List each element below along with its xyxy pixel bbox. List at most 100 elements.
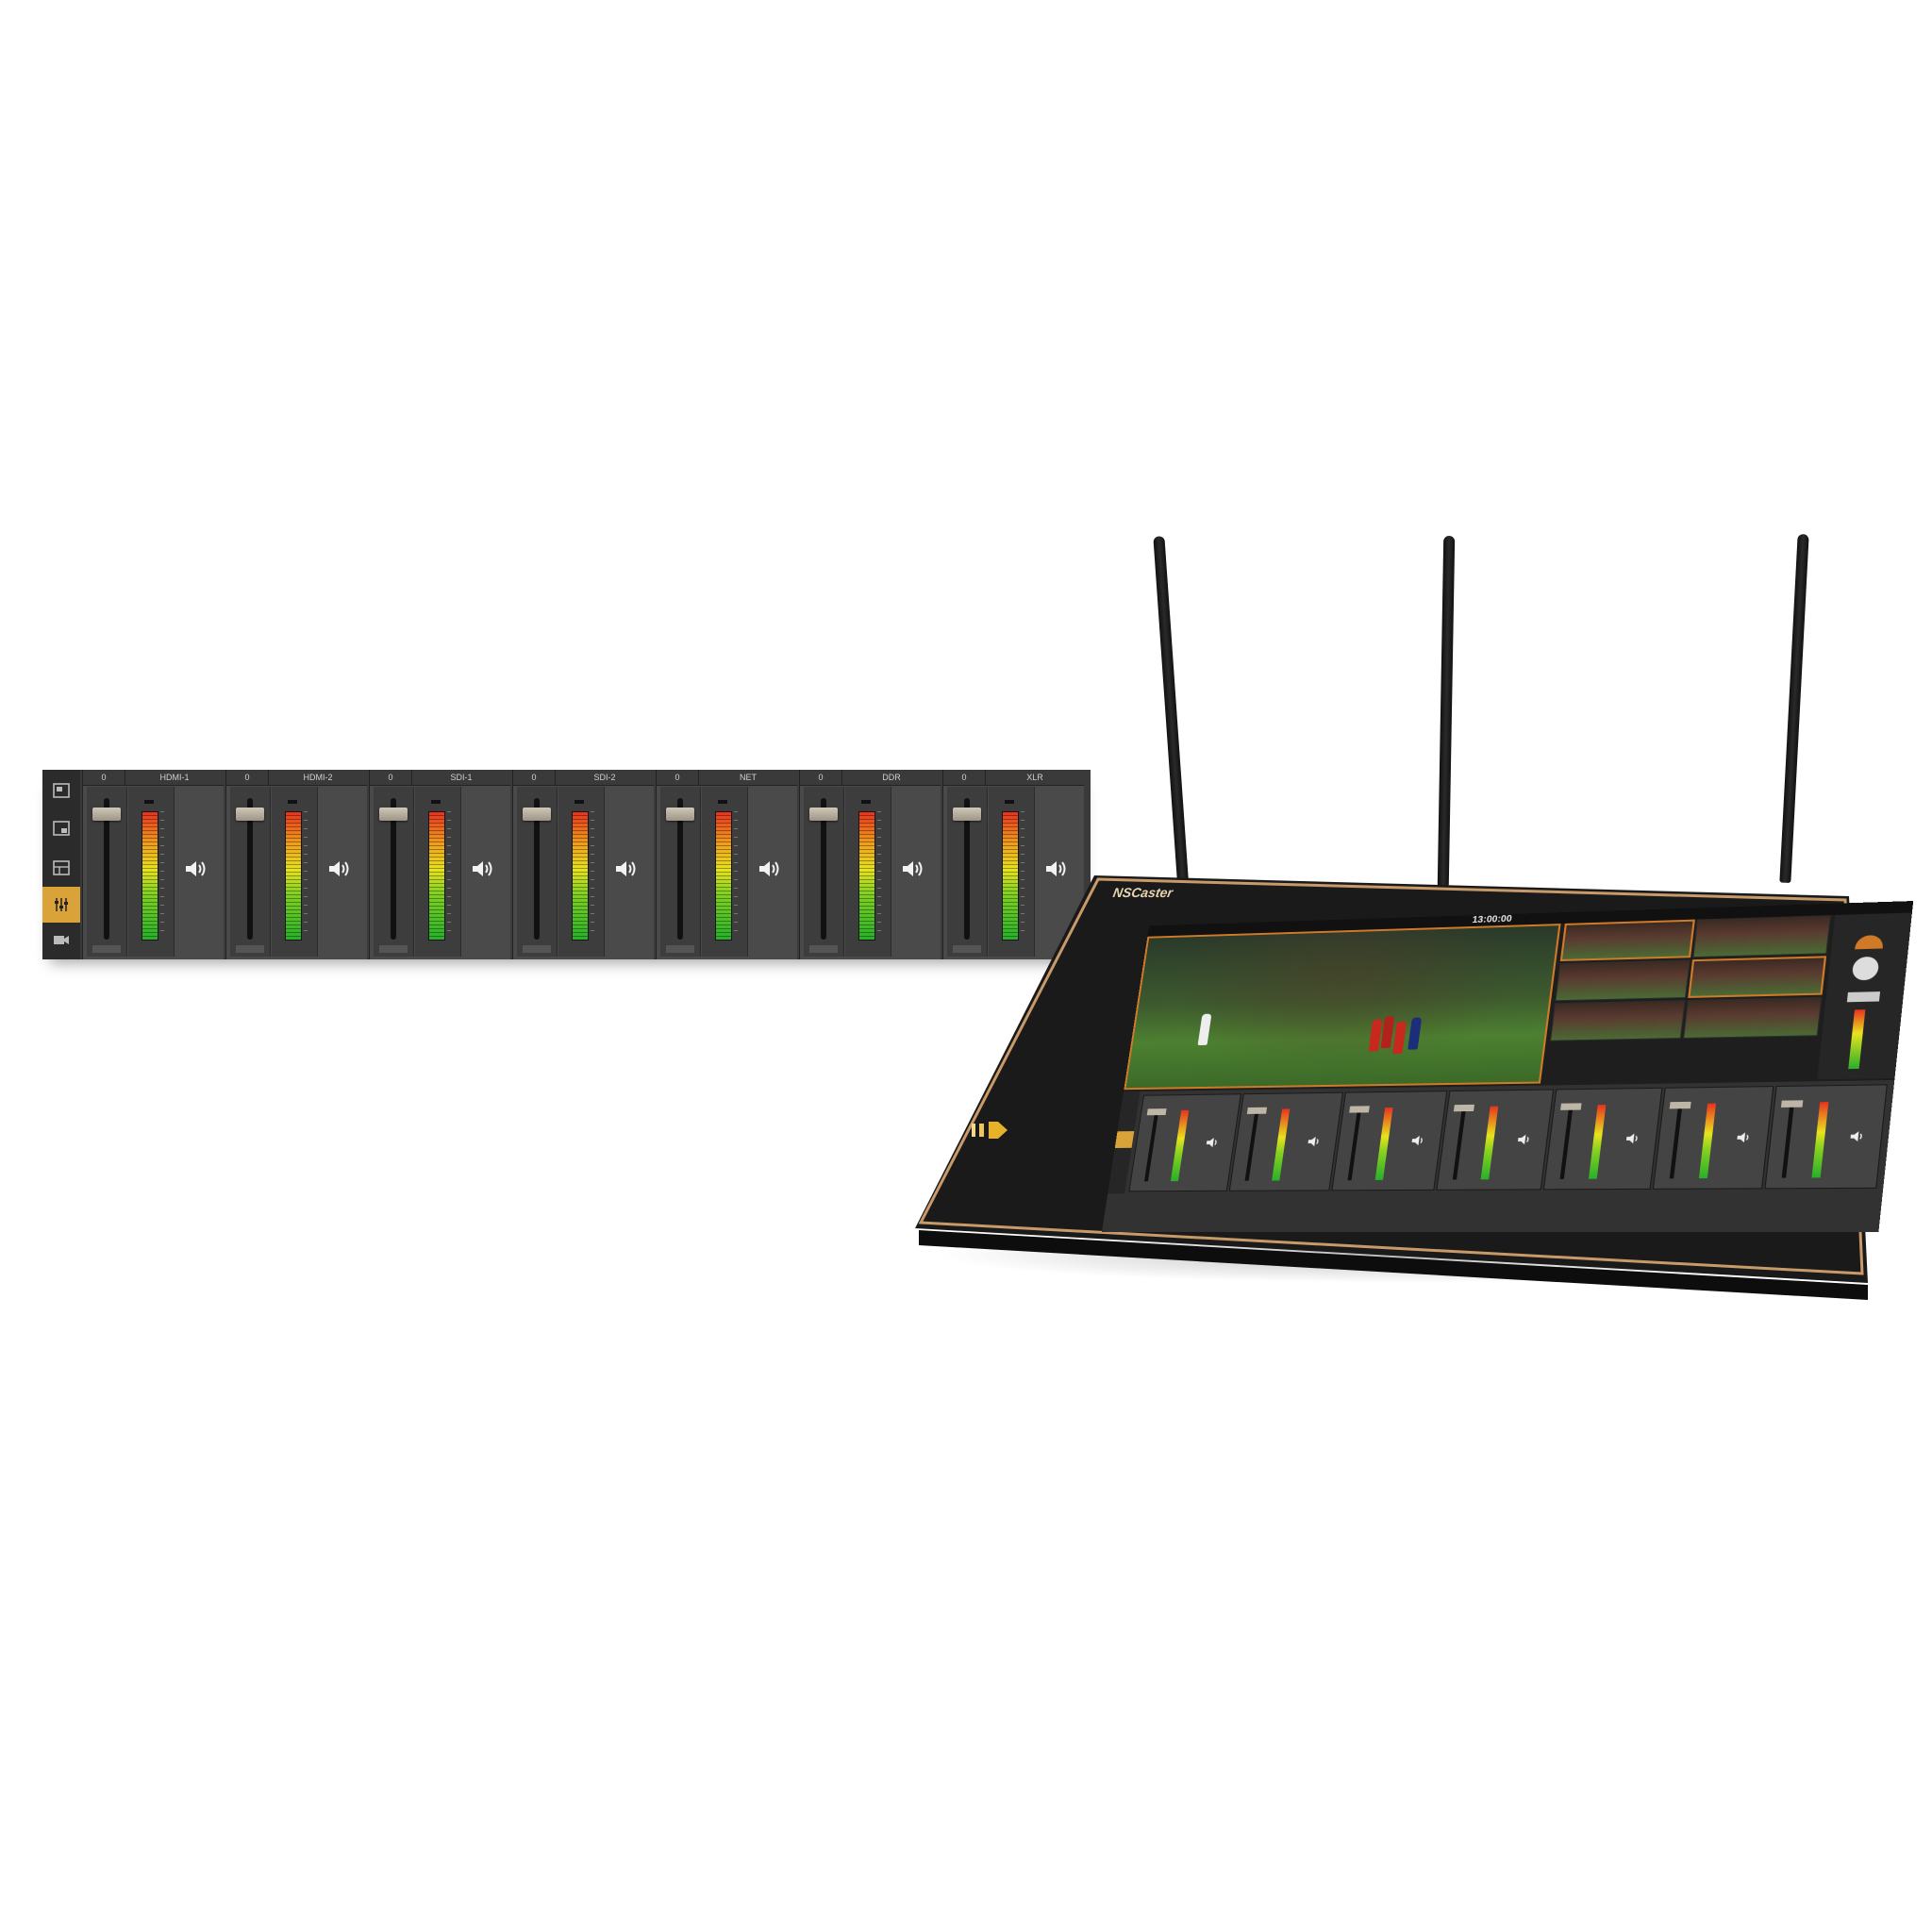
fader-knob[interactable] bbox=[523, 807, 551, 821]
level-meter bbox=[1272, 1108, 1291, 1181]
mute-button[interactable] bbox=[321, 855, 358, 883]
fader-track[interactable] bbox=[391, 798, 396, 940]
channel-name: HDMI-1 bbox=[159, 773, 190, 782]
multiview-source[interactable] bbox=[1559, 919, 1695, 961]
brand-logo: NSCaster bbox=[1111, 885, 1174, 900]
level-meter-well bbox=[272, 787, 318, 957]
mute-button[interactable] bbox=[1038, 855, 1075, 883]
speaker-icon bbox=[759, 861, 779, 876]
fader-track[interactable] bbox=[1781, 1100, 1795, 1178]
fader-knob[interactable] bbox=[1349, 1106, 1370, 1113]
speaker-icon bbox=[186, 861, 206, 876]
level-meter bbox=[1811, 1102, 1829, 1178]
level-meter-well bbox=[415, 787, 461, 957]
fader-track[interactable] bbox=[247, 798, 253, 940]
channel-strip: 0 XLR bbox=[942, 770, 1084, 959]
fader-track[interactable] bbox=[104, 798, 109, 940]
fader-track[interactable] bbox=[534, 798, 540, 940]
fader-track[interactable] bbox=[677, 798, 683, 940]
level-meter bbox=[1002, 811, 1019, 941]
fader-track[interactable] bbox=[1143, 1108, 1159, 1182]
level-meter bbox=[1374, 1108, 1393, 1180]
speaker-icon bbox=[903, 861, 923, 876]
fader-knob[interactable] bbox=[92, 807, 121, 821]
stream-button[interactable] bbox=[1851, 956, 1880, 981]
meter-scale bbox=[734, 811, 738, 939]
multiview-source[interactable] bbox=[1555, 959, 1690, 1002]
channel-header: 0 DDR bbox=[800, 770, 941, 786]
channel-gain-value[interactable]: 0 bbox=[83, 770, 125, 785]
fader-track[interactable] bbox=[1347, 1106, 1362, 1181]
mute-button[interactable] bbox=[177, 855, 215, 883]
channel-gain-value[interactable]: 0 bbox=[226, 770, 269, 785]
audio-mixer-icon[interactable] bbox=[42, 887, 80, 923]
fader-well bbox=[947, 787, 988, 957]
fader-base bbox=[236, 945, 264, 953]
fader-knob[interactable] bbox=[379, 807, 408, 821]
channel-name: HDMI-2 bbox=[303, 773, 333, 782]
fader-knob[interactable] bbox=[953, 807, 981, 821]
mute-button[interactable] bbox=[608, 855, 645, 883]
speaker-icon[interactable] bbox=[1306, 1135, 1325, 1148]
fader-knob[interactable] bbox=[1246, 1107, 1268, 1114]
multiview-icon[interactable] bbox=[50, 779, 73, 802]
speaker-icon[interactable] bbox=[1848, 1129, 1869, 1143]
speaker-icon[interactable] bbox=[1204, 1136, 1223, 1149]
fader-track[interactable] bbox=[1452, 1104, 1467, 1180]
fader-knob[interactable] bbox=[236, 807, 264, 821]
mute-button[interactable] bbox=[751, 855, 789, 883]
speaker-icon[interactable] bbox=[1735, 1130, 1756, 1144]
channel-name: SDI-2 bbox=[593, 773, 616, 782]
channel-name: DDR bbox=[882, 773, 901, 782]
level-meter bbox=[1170, 1109, 1190, 1182]
fader-knob[interactable] bbox=[1780, 1100, 1804, 1108]
camera-icon[interactable] bbox=[50, 928, 73, 951]
fader-knob[interactable] bbox=[809, 807, 838, 821]
fader-knob[interactable] bbox=[1146, 1108, 1167, 1116]
device-channel-strip bbox=[1331, 1091, 1448, 1191]
device-mixer-tab-active[interactable] bbox=[1114, 1131, 1135, 1148]
speaker-icon bbox=[473, 861, 492, 876]
multiview-source[interactable] bbox=[1692, 915, 1831, 958]
record-indicator-icon[interactable] bbox=[1855, 934, 1885, 950]
stream-toggle[interactable] bbox=[1846, 991, 1881, 1003]
multiview-source[interactable] bbox=[1549, 1000, 1686, 1041]
mute-button[interactable] bbox=[894, 855, 932, 883]
peak-indicator bbox=[1005, 800, 1014, 804]
channel-gain-value[interactable]: 0 bbox=[657, 770, 699, 785]
fader-knob[interactable] bbox=[1453, 1104, 1475, 1112]
fader-knob[interactable] bbox=[1669, 1101, 1691, 1109]
channel-gain-value[interactable]: 0 bbox=[513, 770, 556, 785]
multiview-source[interactable] bbox=[1688, 956, 1827, 998]
player-figure bbox=[1380, 1016, 1395, 1049]
fader-track[interactable] bbox=[1244, 1107, 1259, 1181]
channel-gain-value[interactable]: 0 bbox=[370, 770, 412, 785]
player-figure bbox=[1407, 1017, 1423, 1050]
fader-track[interactable] bbox=[1669, 1101, 1683, 1179]
level-meter bbox=[1480, 1106, 1499, 1180]
mute-button[interactable] bbox=[464, 855, 502, 883]
picture-in-picture-icon[interactable] bbox=[50, 817, 73, 840]
device-channel-strip bbox=[1436, 1089, 1555, 1191]
speaker-icon[interactable] bbox=[1624, 1132, 1644, 1146]
channel-strip: 0 SDI-2 bbox=[512, 770, 654, 959]
meter-scale bbox=[304, 811, 308, 939]
level-meter bbox=[1588, 1105, 1607, 1179]
channel-gain-value[interactable]: 0 bbox=[800, 770, 842, 785]
channel-header: 0 HDMI-2 bbox=[226, 770, 367, 786]
fader-knob[interactable] bbox=[666, 807, 694, 821]
speaker-icon[interactable] bbox=[1515, 1133, 1535, 1147]
channel-gain-value[interactable]: 0 bbox=[943, 770, 986, 785]
fader-track[interactable] bbox=[964, 798, 970, 940]
fader-track[interactable] bbox=[821, 798, 826, 940]
fader-knob[interactable] bbox=[1560, 1103, 1582, 1110]
fader-track[interactable] bbox=[1559, 1103, 1574, 1179]
multiview-source[interactable] bbox=[1683, 996, 1823, 1040]
layout-icon[interactable] bbox=[50, 857, 73, 879]
fader-well bbox=[374, 787, 414, 957]
speaker-icon[interactable] bbox=[1409, 1134, 1429, 1147]
channel-name: XLR bbox=[1026, 773, 1043, 782]
